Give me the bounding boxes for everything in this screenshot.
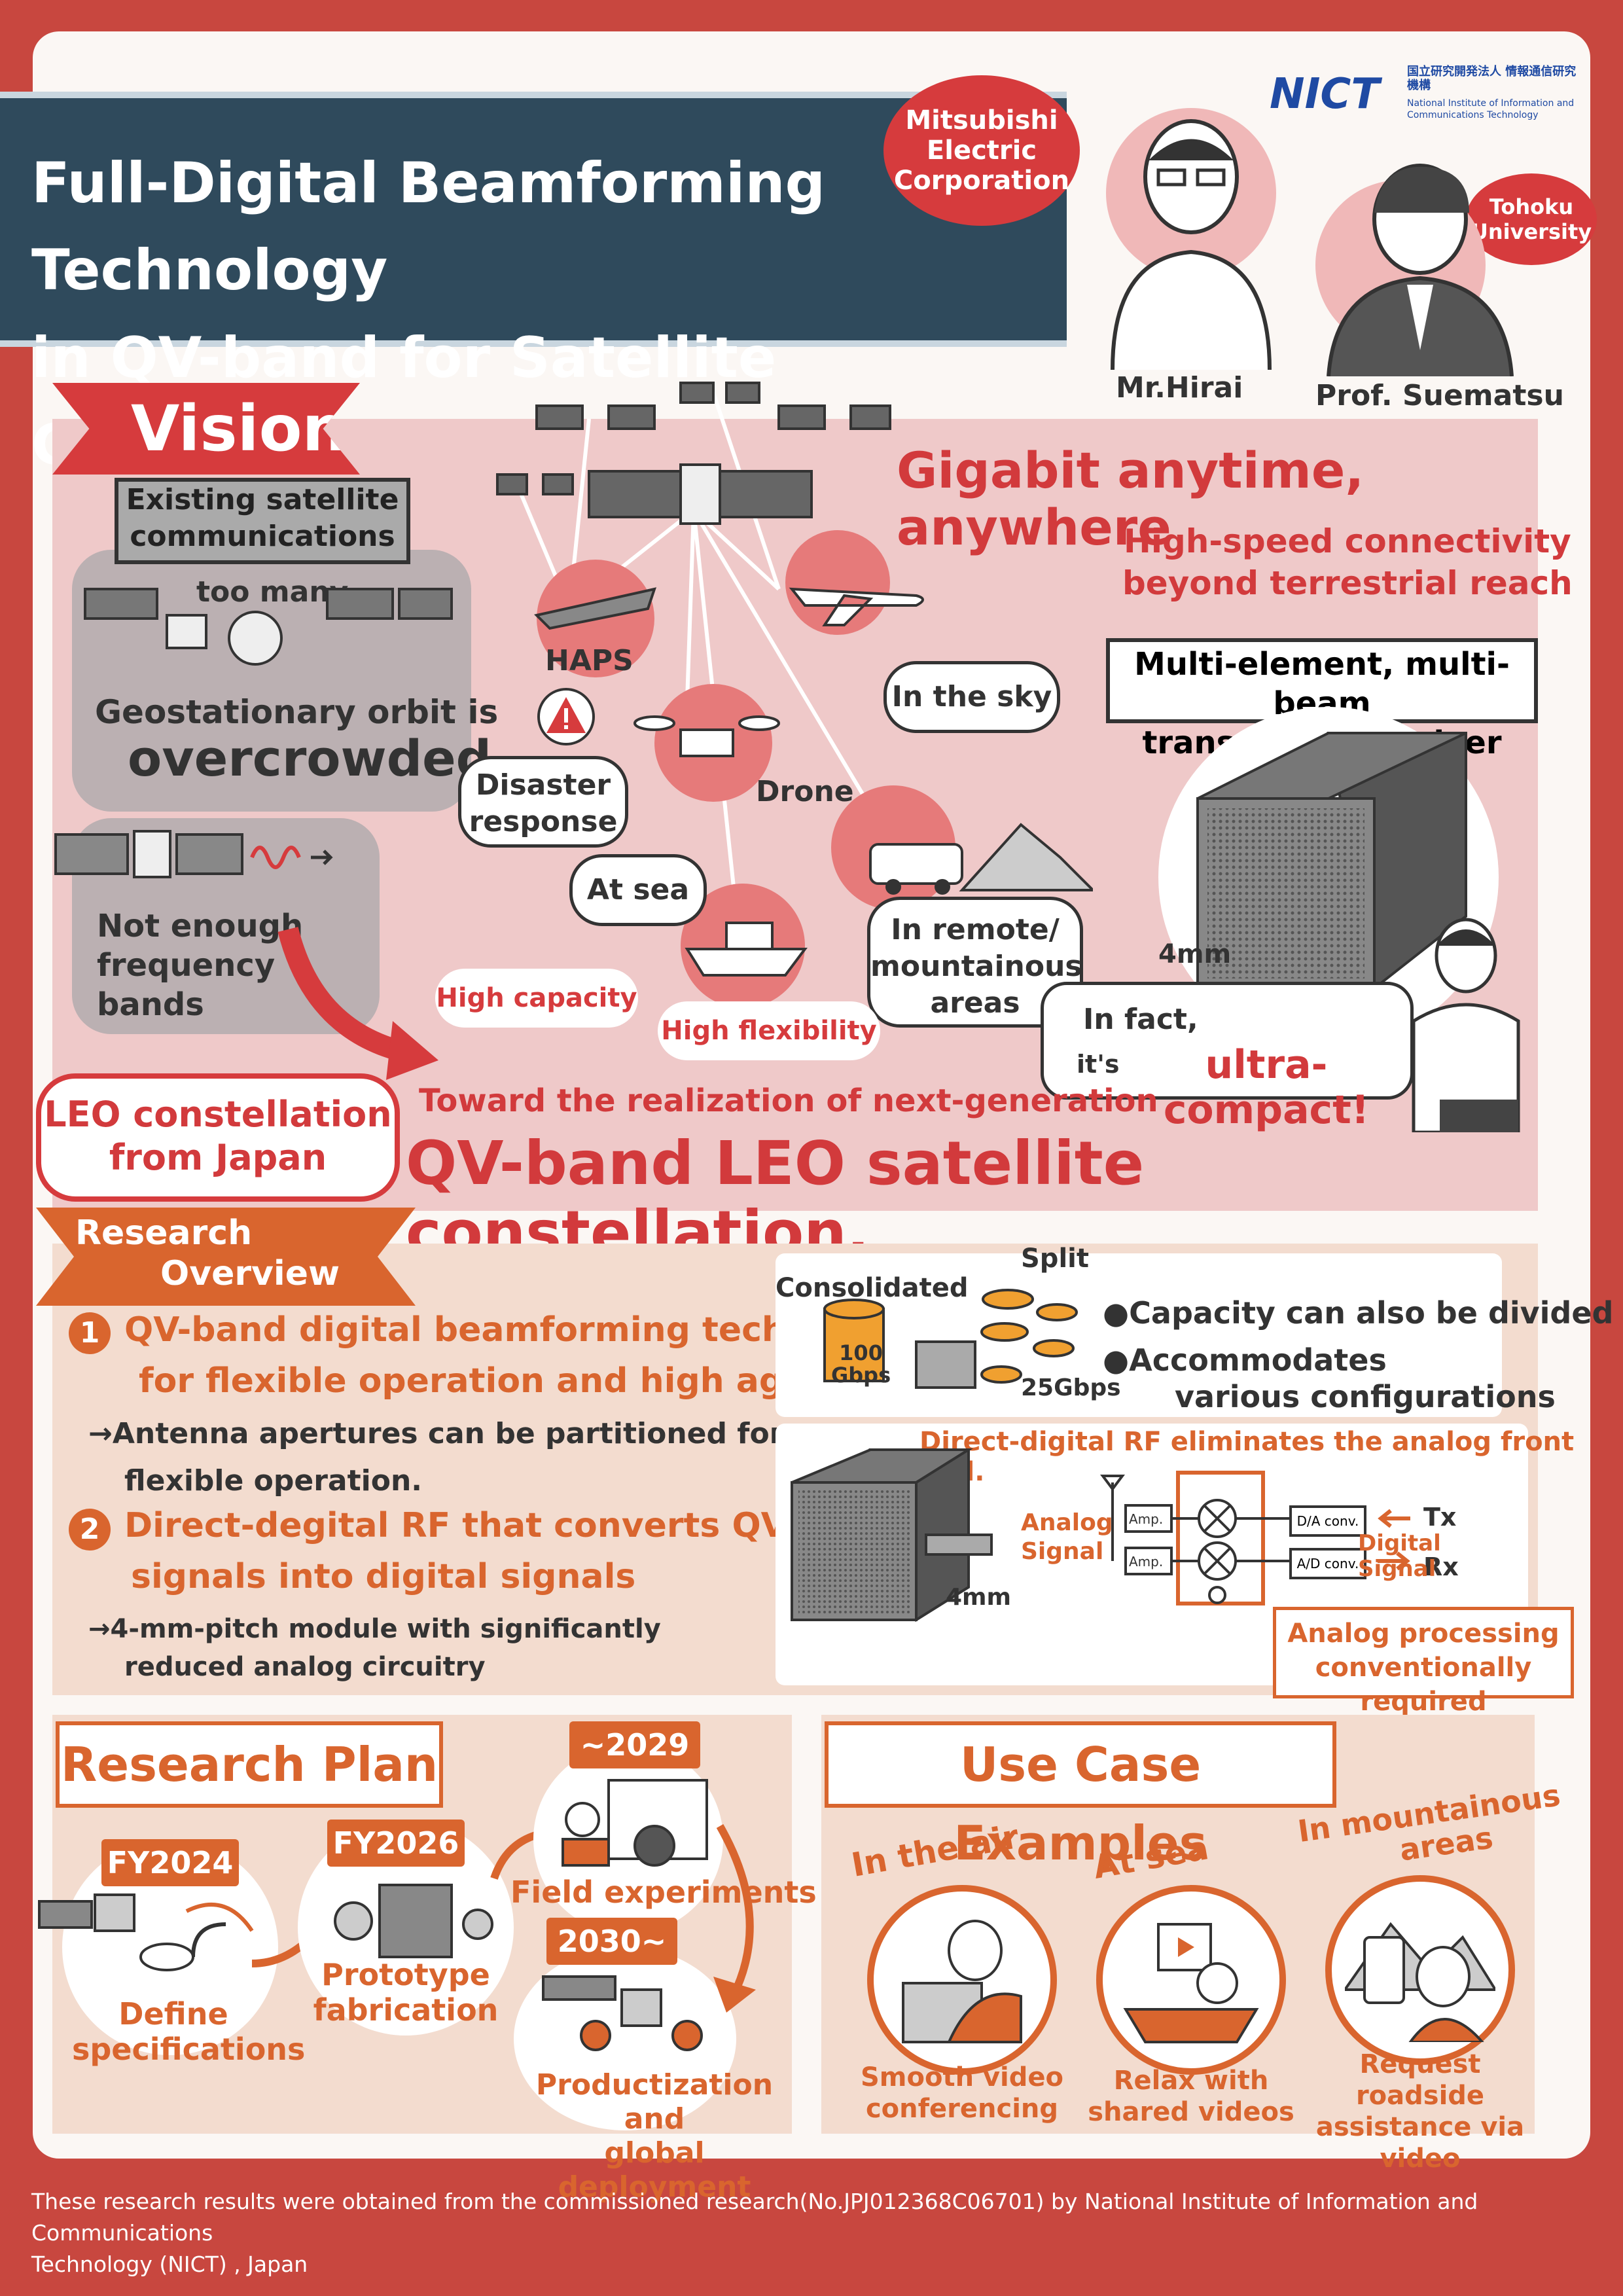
presenter-figure — [1412, 918, 1520, 1132]
amp-bottom: Amp. — [1129, 1554, 1164, 1570]
sad-satellite-icon — [54, 830, 333, 878]
capacity-text: ●Capacity can also be divided — [1103, 1295, 1614, 1331]
capacity-cylinders-icon — [823, 1289, 1078, 1389]
vision-ribbon: Vision — [52, 383, 360, 475]
split-label: Split — [1021, 1244, 1089, 1274]
satellite-cluster-icon — [84, 588, 453, 666]
ship-icon — [685, 922, 808, 977]
logo-en1: National Institute of Information and — [1407, 98, 1575, 109]
da-converter: D/A conv. — [1289, 1505, 1366, 1537]
portrait-suematsu — [1327, 164, 1514, 376]
high-capacity: High capacity — [435, 969, 638, 1028]
warning-icon — [537, 688, 595, 745]
haps-label: HAPS — [545, 644, 633, 677]
rf-size: 4mm — [946, 1584, 1012, 1611]
geo-line2: overcrowded — [128, 729, 492, 787]
arrow-plan-3 — [713, 1824, 756, 2013]
ultra-compact-bubble: In fact, it's ultra-compact! — [1041, 982, 1414, 1133]
drone-label: Drone — [756, 775, 854, 808]
person-suematsu: Prof. Suematsu — [1315, 379, 1564, 412]
portrait-hirai — [1111, 119, 1272, 370]
tx-label: Tx — [1423, 1503, 1457, 1532]
shared-video-icon — [1123, 1923, 1259, 2043]
y2029-badge: ~2029 — [569, 1721, 700, 1768]
logo-jp: 国立研究開発法人 情報通信研究機構 — [1407, 65, 1577, 92]
tx-rx-arrows — [1378, 1509, 1410, 1571]
rx-label: Rx — [1423, 1552, 1459, 1581]
airplane-icon — [789, 587, 924, 626]
multi-element-label: Multi-element, multi-beamtransmitter/rec… — [1106, 638, 1538, 761]
drone-icon — [633, 715, 780, 757]
field-experiment-icon — [562, 1779, 708, 1867]
gigabit-heading: Gigabit anytime, anywhere — [897, 441, 1364, 557]
haps-icon — [534, 587, 657, 630]
item1-number: 1 — [69, 1312, 111, 1354]
too-many: too many — [196, 575, 349, 609]
item2-number: 2 — [69, 1509, 111, 1551]
digital-signal-label: Digital Signal — [1358, 1530, 1441, 1583]
roadside-assistance-icon — [1345, 1922, 1495, 2042]
high-flexibility: High flexibility — [658, 1001, 880, 1060]
in-the-sky-bubble: In the sky — [883, 661, 1060, 733]
prototype-icon — [334, 1884, 493, 1958]
footer-note: These research results were obtained fro… — [31, 2189, 1478, 2277]
amp-top: Amp. — [1129, 1511, 1164, 1527]
field-text: Field experiments — [510, 1874, 817, 1910]
arrow-to-leo — [277, 927, 438, 1080]
toward-text: Toward the realization of next-generatio… — [419, 1083, 1158, 1119]
y2030-badge: 2030~ — [546, 1918, 677, 1965]
fy2024-badge: FY2024 — [101, 1839, 239, 1886]
at-sea-bubble: At sea — [569, 854, 707, 926]
person-hirai: Mr.Hirai — [1116, 371, 1243, 404]
logo-en2: Communications Technology — [1407, 110, 1539, 120]
consolidated-label: Consolidated — [776, 1273, 969, 1303]
logo-mark: NICT — [1270, 70, 1380, 118]
nict-logo: NICT 国立研究開発法人 情報通信研究機構 National Institut… — [1270, 65, 1577, 124]
size-4mm: 4mm — [1158, 939, 1232, 969]
fy2026-badge: FY2026 — [327, 1820, 465, 1867]
usecase-title: Use Case Examples — [825, 1721, 1336, 1871]
gbps-25: 25Gbps — [1021, 1374, 1121, 1401]
ad-converter: A/D conv. — [1289, 1548, 1366, 1579]
deployment-icon — [542, 1975, 703, 2051]
chip-icon — [925, 1534, 993, 1556]
capacity-panel — [776, 1253, 1502, 1417]
car-mountain-icon — [869, 823, 1093, 895]
satellite-dish-icon — [38, 1893, 254, 1971]
geo-line1: Geostationary orbit is — [95, 693, 499, 731]
rf-chain — [1100, 1471, 1289, 1605]
research-plan-title: Research Plan — [56, 1721, 443, 1808]
antenna-module-icon — [1196, 732, 1467, 991]
video-conference-icon — [902, 1920, 1022, 2043]
item1-detail: →Antenna apertures can be partitioned fo… — [88, 1417, 784, 1498]
module-small-icon — [791, 1448, 973, 1623]
